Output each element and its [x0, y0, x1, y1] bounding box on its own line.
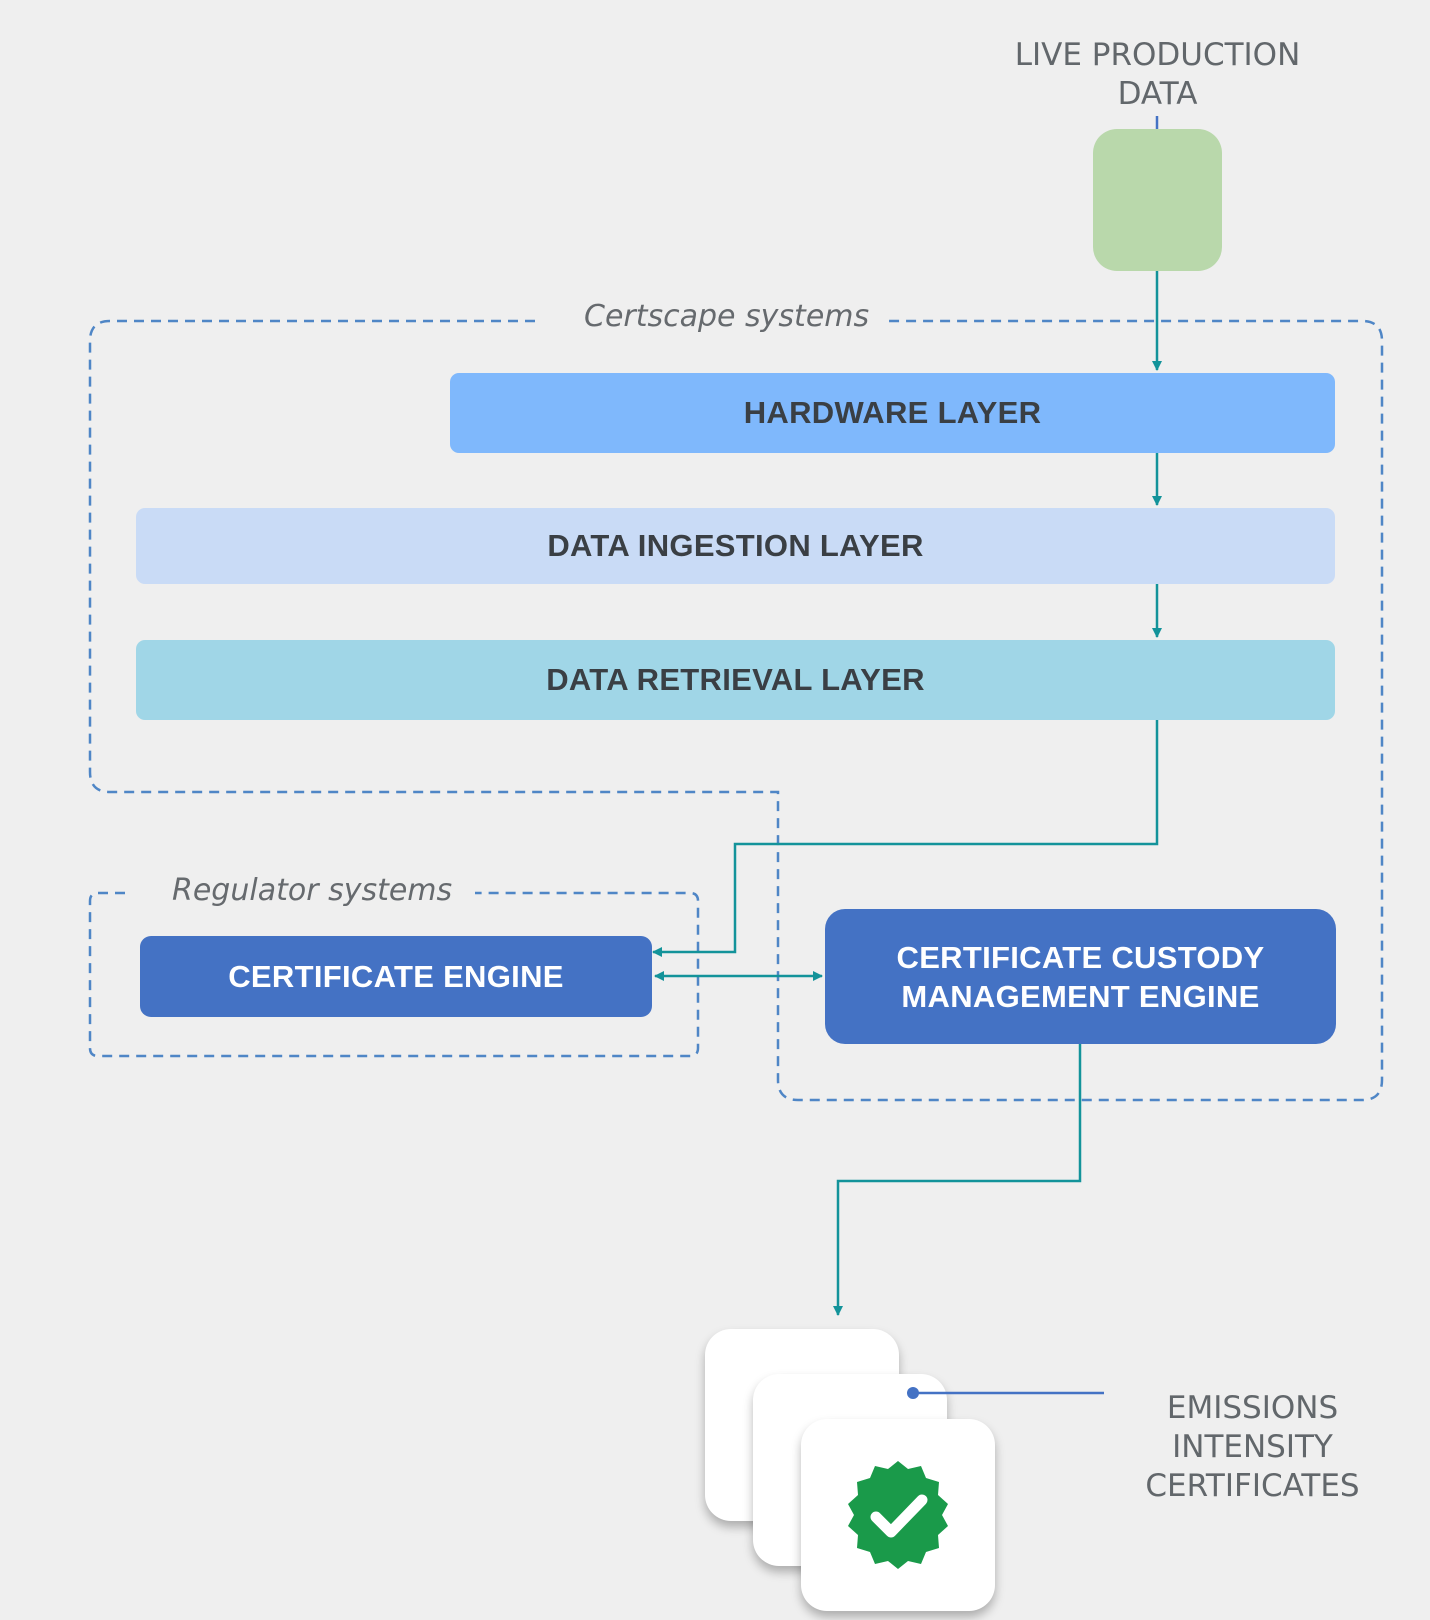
arrow-custody-engine-to-certificates [833, 1044, 1082, 1316]
verified-badge-icon [848, 1461, 948, 1569]
data-source-icon [1093, 129, 1222, 271]
certificate-engine-label: CERTIFICATE ENGINE [228, 958, 564, 994]
hardware-layer: HARDWARE LAYER [450, 373, 1335, 453]
certscape-systems-label: Certscape systems [570, 299, 884, 334]
custody-engine-label: CERTIFICATE CUSTODY MANAGEMENT ENGINE [896, 939, 1265, 1014]
certificate-engine: CERTIFICATE ENGINE [140, 936, 652, 1017]
emissions-certificates-label: EMISSIONS INTENSITY CERTIFICATES [1120, 1389, 1385, 1506]
hardware-layer-label: HARDWARE LAYER [743, 395, 1042, 430]
regulator-systems-label: Regulator systems [158, 873, 467, 908]
source-label: LIVE PRODUCTION DATA [1000, 36, 1315, 114]
data-retrieval-layer-label: DATA RETRIEVAL LAYER [546, 662, 925, 697]
arrow-retrieval-to-certificate-engine [652, 718, 1159, 957]
data-retrieval-layer: DATA RETRIEVAL LAYER [136, 640, 1335, 720]
data-ingestion-layer: DATA INGESTION LAYER [136, 508, 1335, 584]
certificate-custody-management-engine: CERTIFICATE CUSTODY MANAGEMENT ENGINE [825, 909, 1336, 1044]
regulator-systems-boundary [88, 891, 700, 1058]
certscape-systems-boundary [88, 319, 1384, 1102]
data-ingestion-layer-label: DATA INGESTION LAYER [547, 528, 924, 563]
source-label-text: LIVE PRODUCTION DATA [1014, 37, 1301, 112]
emissions-certificates-label-text: EMISSIONS INTENSITY CERTIFICATES [1145, 1390, 1360, 1504]
